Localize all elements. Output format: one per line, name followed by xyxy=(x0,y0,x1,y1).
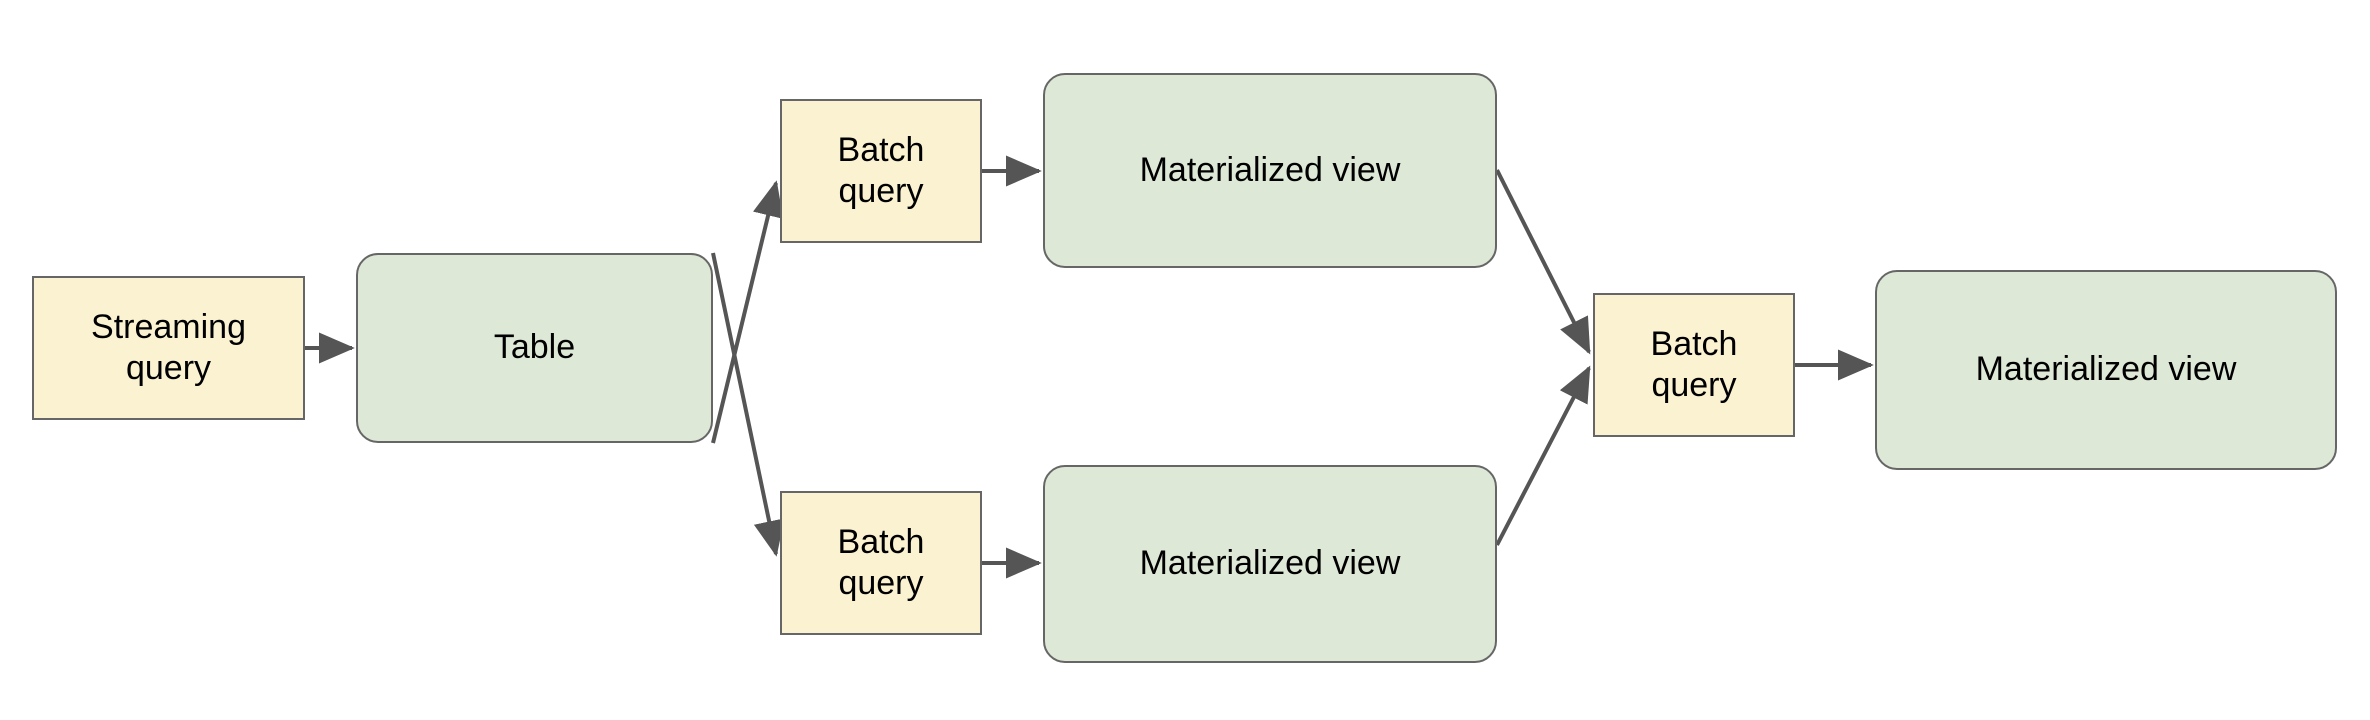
node-batch-query-merge[interactable]: Batch query xyxy=(1593,293,1795,437)
node-batch-query-top-label: Batch query xyxy=(837,130,925,210)
node-table[interactable]: Table xyxy=(356,253,713,443)
node-streaming-query-label: Streaming query xyxy=(91,307,246,387)
node-materialized-view-final[interactable]: Materialized view xyxy=(1875,270,2337,470)
edge-mv-bottom-to-merge xyxy=(1495,365,1591,546)
edge-mv-top-to-merge xyxy=(1495,169,1591,355)
node-materialized-view-bottom-label: Materialized view xyxy=(1139,544,1401,583)
node-materialized-view-top[interactable]: Materialized view xyxy=(1043,73,1497,268)
node-batch-query-bottom[interactable]: Batch query xyxy=(780,491,982,635)
edge-table-to-batch-top xyxy=(711,180,784,444)
node-batch-query-merge-label: Batch query xyxy=(1650,324,1738,404)
node-streaming-query[interactable]: Streaming query xyxy=(32,276,305,420)
edge-table-to-batch-bottom xyxy=(711,252,785,557)
node-batch-query-bottom-label: Batch query xyxy=(837,522,925,602)
node-batch-query-top[interactable]: Batch query xyxy=(780,99,982,243)
node-materialized-view-top-label: Materialized view xyxy=(1139,150,1401,189)
node-materialized-view-bottom[interactable]: Materialized view xyxy=(1043,465,1497,663)
node-table-label: Table xyxy=(493,328,576,367)
node-materialized-view-final-label: Materialized view xyxy=(1975,350,2237,389)
